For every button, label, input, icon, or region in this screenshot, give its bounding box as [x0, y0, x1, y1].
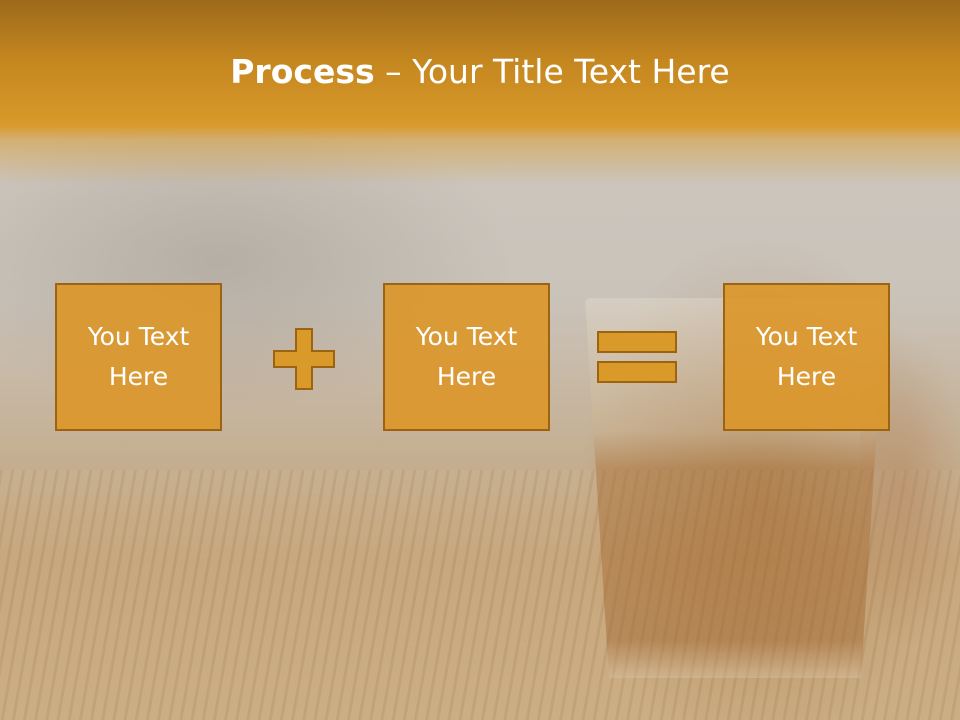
- process-box-3-label: You Text Here: [755, 322, 858, 391]
- process-box-2[interactable]: You Text Here: [383, 283, 550, 431]
- title-rest: – Your Title Text Here: [374, 52, 730, 91]
- process-box-1-label: You Text Here: [87, 322, 190, 391]
- process-box-1[interactable]: You Text Here: [55, 283, 222, 431]
- slide-title[interactable]: Process – Your Title Text Here: [0, 52, 960, 91]
- process-box-3[interactable]: You Text Here: [723, 283, 890, 431]
- process-box-2-label: You Text Here: [415, 322, 518, 391]
- title-bar: [0, 0, 960, 185]
- title-bold: Process: [230, 52, 375, 91]
- equals-icon: [597, 331, 677, 383]
- background-wood: [0, 470, 960, 720]
- plus-icon: [273, 328, 335, 390]
